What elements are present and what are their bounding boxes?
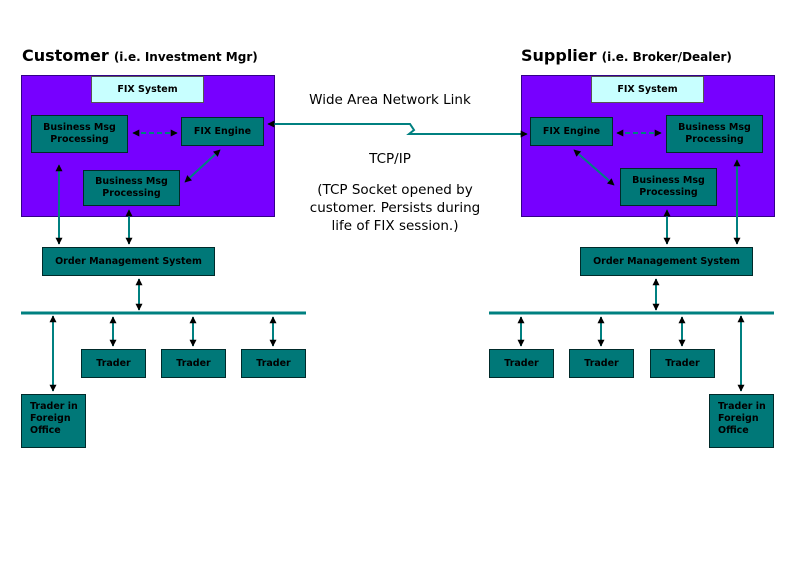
tcp-socket-note: (TCP Socket opened by customer. Persists… — [309, 182, 481, 234]
supplier-fixengine-biz2-arrow — [573, 149, 615, 186]
customer-order-management-system: Order Management System — [42, 247, 215, 276]
customer-subtitle: (i.e. Investment Mgr) — [113, 50, 258, 64]
customer-fixengine-biz2-arrow — [184, 149, 221, 183]
supplier-trader-foreign-office: Trader in Foreign Office — [709, 394, 774, 448]
customer-trader-2: Trader — [161, 349, 226, 378]
supplier-trader-3: Trader — [650, 349, 715, 378]
customer-trader-foreign-office: Trader in Foreign Office — [21, 394, 86, 448]
supplier-subtitle: (i.e. Broker/Dealer) — [601, 50, 732, 64]
tcp-ip-label: TCP/IP — [369, 151, 411, 167]
customer-business-msg-processing-1: Business Msg Processing — [31, 115, 128, 153]
supplier-business-msg-processing-2: Business Msg Processing — [620, 168, 717, 206]
supplier-business-msg-processing-1: Business Msg Processing — [666, 115, 763, 153]
customer-trader-3: Trader — [241, 349, 306, 378]
supplier-fix-engine: FIX Engine — [530, 117, 613, 146]
customer-fix-engine: FIX Engine — [181, 117, 264, 146]
wan-link-label: Wide Area Network Link — [309, 92, 471, 108]
customer-heading: Customer (i.e. Investment Mgr) — [22, 46, 258, 65]
supplier-order-management-system: Order Management System — [580, 247, 753, 276]
supplier-fix-system-label: FIX System — [591, 76, 704, 103]
customer-title: Customer — [22, 46, 109, 65]
customer-fix-system-label: FIX System — [91, 76, 204, 103]
supplier-trader-2: Trader — [569, 349, 634, 378]
customer-trader-1: Trader — [81, 349, 146, 378]
wan-link-connector — [267, 120, 528, 138]
supplier-heading: Supplier (i.e. Broker/Dealer) — [521, 46, 732, 65]
supplier-trader-1: Trader — [489, 349, 554, 378]
customer-business-msg-processing-2: Business Msg Processing — [83, 170, 180, 206]
supplier-title: Supplier — [521, 46, 597, 65]
